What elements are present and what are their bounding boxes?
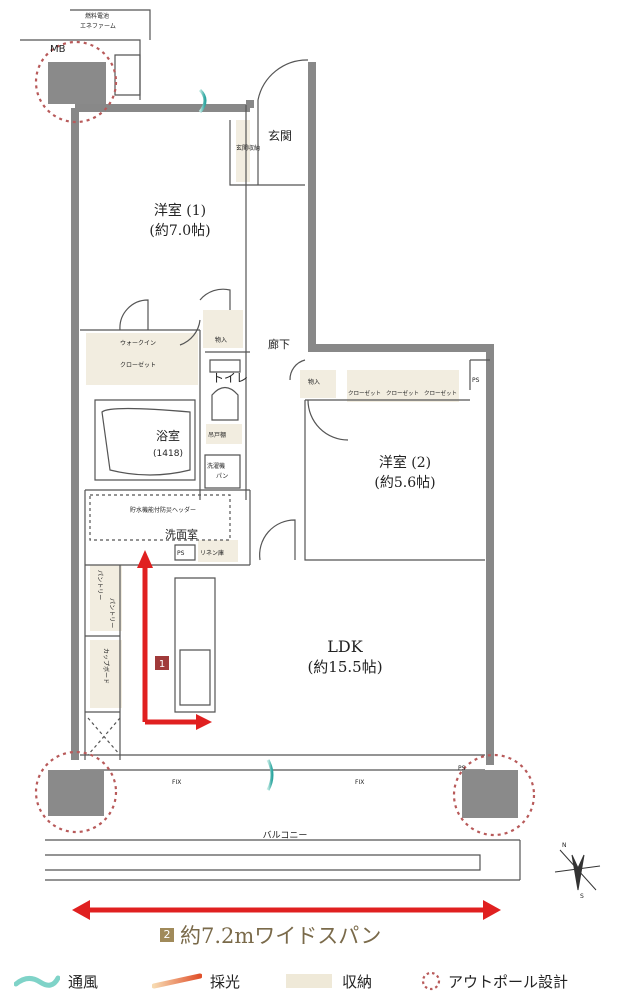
compass-n: N (562, 842, 567, 849)
legend-daylight: 採光 (152, 968, 240, 994)
label-bathroom: 浴室 (156, 428, 180, 443)
label-enefarm: エネファーム (80, 23, 116, 30)
label-washroom: 洗面室 (165, 527, 198, 541)
label-entrance-storage: 玄関収納 (236, 144, 260, 152)
label-mb: MB (50, 44, 66, 55)
label-linen: リネン庫 (200, 549, 224, 557)
compass-icon (554, 849, 601, 891)
label-walkin-1: ウォークイン (120, 339, 156, 347)
label-ldk-size: (約15.5帖) (307, 658, 382, 676)
outpole-circle-top (34, 40, 118, 124)
label-fix-1: FIX (172, 779, 181, 786)
label-washer-pan-2: パン (216, 473, 228, 480)
daylight-icon (152, 973, 202, 989)
legend-label-storage: 収納 (342, 972, 373, 991)
label-entrance: 玄関 (268, 128, 292, 143)
label-washer-pan-1: 洗濯機 (207, 462, 225, 470)
legend-label-outpole: アウトポール設計 (448, 972, 569, 991)
storage-icon (286, 974, 332, 988)
legend-outpole: アウトポール設計 (420, 968, 568, 994)
legend-storage: 収納 (286, 968, 372, 994)
label-ps-mid: PS (177, 550, 185, 557)
label-fuel-cell: 燃料電池 (85, 12, 109, 20)
label-storage-hedger: 貯水機能付防災ヘッダー (130, 506, 196, 514)
label-western-room-1-size: (約7.0帖) (149, 223, 210, 239)
label-storage-1: 物入 (215, 336, 227, 344)
label-closet-1: クローゼット (348, 389, 381, 397)
label-western-room-2-size: (約5.6帖) (374, 475, 435, 491)
compass-s: S (580, 893, 584, 900)
outpole-circle-left (34, 750, 118, 834)
label-fix-2: FIX (355, 779, 364, 786)
marker-1-text: 1 (159, 659, 165, 670)
label-closet-3: クローゼット (424, 389, 457, 397)
legend-ventilation: 通風 (14, 968, 98, 994)
label-pantry-1: パントリー (96, 570, 103, 600)
label-closet-2: クローゼット (386, 389, 419, 397)
label-western-room-2: 洋室 (2) (379, 454, 431, 471)
label-walkin-2: クローゼット (120, 361, 156, 369)
marker-1-badge (155, 656, 169, 670)
label-bathroom-size: (1418) (153, 449, 183, 459)
label-western-room-1: 洋室 (1) (154, 202, 206, 219)
label-ldk: LDK (327, 637, 363, 656)
outpole-circle-right (452, 753, 536, 837)
label-balcony: バルコニー (263, 830, 308, 841)
label-toilet: トイレ (212, 371, 248, 385)
label-pantry-2: パントリー (108, 598, 115, 628)
label-upper-cabinet: 吊戸棚 (208, 431, 226, 439)
label-cupboard: カップボード (102, 648, 110, 684)
label-ps-bottom: PS (458, 765, 466, 772)
legend-label-ventilation: 通風 (68, 972, 99, 991)
ventilation-icon (14, 975, 60, 988)
span-badge: 2 (160, 928, 174, 942)
outpole-icon (421, 971, 441, 991)
legend-label-daylight: 採光 (210, 972, 241, 991)
label-hallway: 廊下 (268, 337, 290, 351)
label-storage-2: 物入 (308, 378, 320, 386)
span-text: 約7.2mワイドスパン (180, 924, 382, 948)
wide-span-label: 2 約7.2mワイドスパン (160, 920, 381, 950)
label-ps-top: PS (472, 377, 480, 384)
